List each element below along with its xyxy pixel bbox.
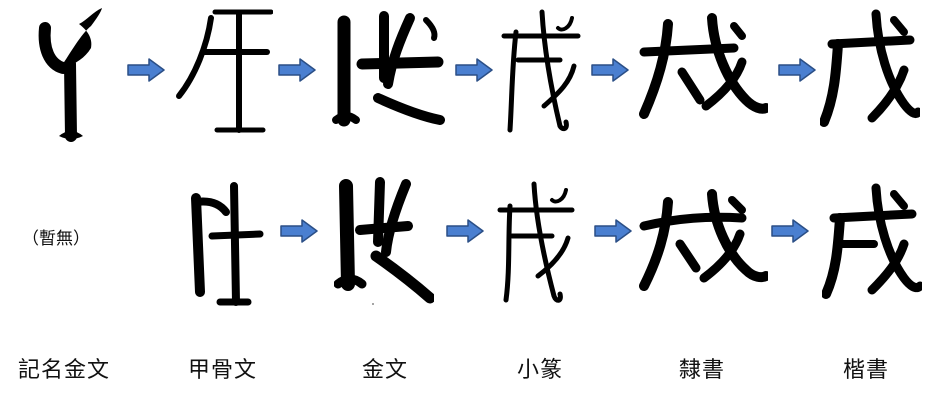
glyph-kaishu-1: [820, 8, 920, 128]
label-jiaguwen: 甲骨文: [188, 358, 258, 383]
right-arrow-icon: [127, 57, 165, 83]
placeholder-note: （暫無）: [22, 229, 90, 249]
label-jiming-jinwen: 記名金文: [18, 358, 111, 383]
glyph-jinwen-2: [334, 172, 434, 307]
glyph-jiaguwen-1: [173, 6, 273, 136]
glyph-jiming-jinwen: [35, 4, 105, 144]
label-lishu: 隸書: [679, 358, 726, 383]
right-arrow-icon: [771, 218, 809, 244]
right-arrow-icon: [280, 218, 318, 244]
right-arrow-icon: [591, 57, 629, 83]
right-arrow-icon: [278, 57, 316, 83]
label-jinwen: 金文: [362, 358, 409, 383]
glyph-kaishu-2: [822, 182, 922, 302]
label-xiaozhuan: 小篆: [517, 358, 564, 383]
glyph-jiaguwen-2: [186, 178, 266, 308]
glyph-xiaozhuan-2: [496, 180, 578, 305]
right-arrow-icon: [594, 218, 632, 244]
ink-speck: [372, 303, 374, 305]
label-kaishu: 楷書: [843, 358, 890, 383]
right-arrow-icon: [446, 218, 484, 244]
right-arrow-icon: [455, 57, 493, 83]
glyph-lishu-2: [638, 188, 768, 298]
right-arrow-icon: [778, 57, 816, 83]
glyph-jinwen-1: [330, 8, 445, 133]
glyph-xiaozhuan-1: [500, 6, 585, 136]
glyph-lishu-1: [638, 10, 768, 125]
